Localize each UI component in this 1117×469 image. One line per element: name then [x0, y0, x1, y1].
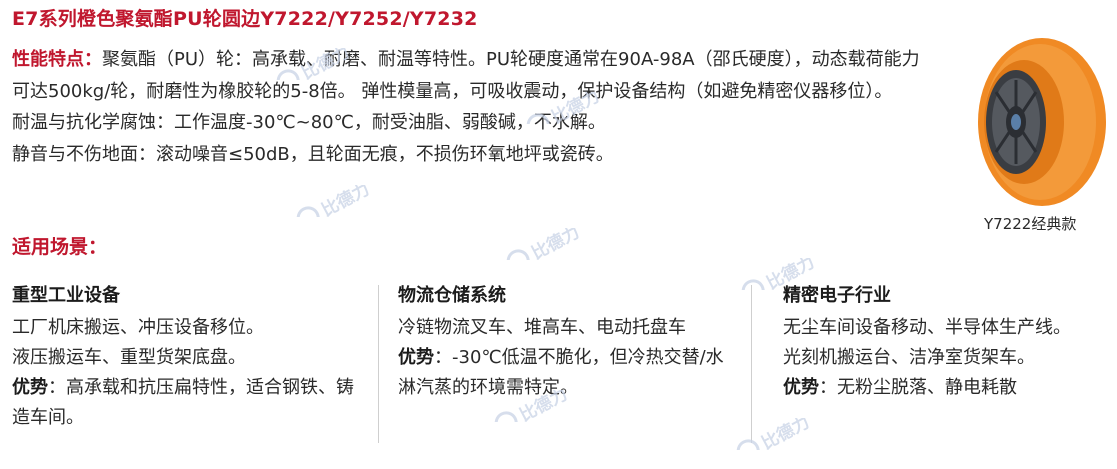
scene-column-electronics: 精密电子行业 无尘车间设备移动、半导体生产线。 光刻机搬运台、洁净室货架车。 优… [783, 282, 1113, 403]
scene-line: 冷链物流叉车、堆高车、电动托盘车 [398, 317, 686, 338]
watermark-logo-icon: 比德力 [736, 418, 813, 450]
advantage-label: 优势 [783, 377, 819, 398]
scene-advantage: 优势：-30℃低温不脆化，但冷热交替/水淋汽蒸的环境需特定。 [398, 343, 738, 403]
watermark-logo-icon: 比德力 [741, 258, 818, 290]
svg-text:比德力: 比德力 [318, 185, 373, 217]
scene-heading: 物流仓储系统 [398, 285, 506, 306]
watermark-logo-icon: 比德力 [526, 92, 603, 124]
features-block: 性能特点：聚氨酯（PU）轮：高承载、耐磨、耐温等特性。PU轮硬度通常在90A-9… [12, 44, 927, 170]
scene-advantage: 优势：高承载和抗压扁特性，适合钢铁、铸造车间。 [12, 373, 362, 433]
svg-text:比德力: 比德力 [298, 48, 353, 80]
scene-line: 光刻机搬运台、洁净室货架车。 [783, 347, 1035, 368]
svg-text:比德力: 比德力 [763, 258, 818, 290]
features-label: 性能特点： [12, 49, 102, 70]
advantage-label: 优势 [398, 347, 434, 368]
watermark-logo-icon: 比德力 [296, 185, 373, 217]
watermark-logo-icon: 比德力 [494, 390, 571, 422]
scenes-heading: 适用场景： [12, 236, 108, 258]
watermark-logo-icon: 比德力 [506, 228, 583, 260]
svg-text:比德力: 比德力 [758, 418, 813, 450]
page-title: E7系列橙色聚氨酯PU轮圆边Y7222/Y7252/Y7232 [12, 8, 478, 30]
advantage-text: ：-30℃低温不脆化，但冷热交替/水淋汽蒸的环境需特定。 [398, 347, 724, 398]
scene-line: 无尘车间设备移动、半导体生产线。 [783, 317, 1071, 338]
column-divider [378, 285, 379, 443]
scene-column-logistics: 物流仓储系统 冷链物流叉车、堆高车、电动托盘车 优势：-30℃低温不脆化，但冷热… [398, 282, 738, 403]
svg-text:比德力: 比德力 [528, 228, 583, 260]
pu-wheel-image [978, 38, 1106, 206]
product-caption: Y7222经典款 [984, 215, 1077, 233]
scene-line: 工厂机床搬运、冲压设备移位。 [12, 317, 264, 338]
features-paragraph: 性能特点：聚氨酯（PU）轮：高承载、耐磨、耐温等特性。PU轮硬度通常在90A-9… [12, 44, 927, 107]
features-line-temperature: 耐温与抗化学腐蚀：工作温度-30℃~80℃，耐受油脂、弱酸碱，不水解。 [12, 112, 606, 133]
scene-line: 液压搬运车、重型货架底盘。 [12, 347, 246, 368]
scene-column-heavy-industry: 重型工业设备 工厂机床搬运、冲压设备移位。 液压搬运车、重型货架底盘。 优势：高… [12, 282, 362, 433]
scene-advantage: 优势：无粉尘脱落、静电耗散 [783, 373, 1113, 403]
column-divider [751, 285, 752, 443]
svg-text:比德力: 比德力 [516, 390, 571, 422]
features-text: 聚氨酯（PU）轮：高承载、耐磨、耐温等特性。PU轮硬度通常在90A-98A（邵氏… [12, 49, 920, 102]
scene-heading: 精密电子行业 [783, 285, 891, 306]
features-line-noise: 静音与不伤地面：滚动噪音≤50dB，且轮面无痕，不损伤环氧地坪或瓷砖。 [12, 143, 614, 165]
advantage-text: ：无粉尘脱落、静电耗散 [819, 377, 1017, 398]
watermark-logo-icon: 比德力 [276, 48, 353, 80]
advantage-label: 优势 [12, 377, 48, 398]
advantage-text: ：高承载和抗压扁特性，适合钢铁、铸造车间。 [12, 377, 354, 428]
svg-text:比德力: 比德力 [548, 92, 603, 124]
scene-heading: 重型工业设备 [12, 285, 120, 306]
